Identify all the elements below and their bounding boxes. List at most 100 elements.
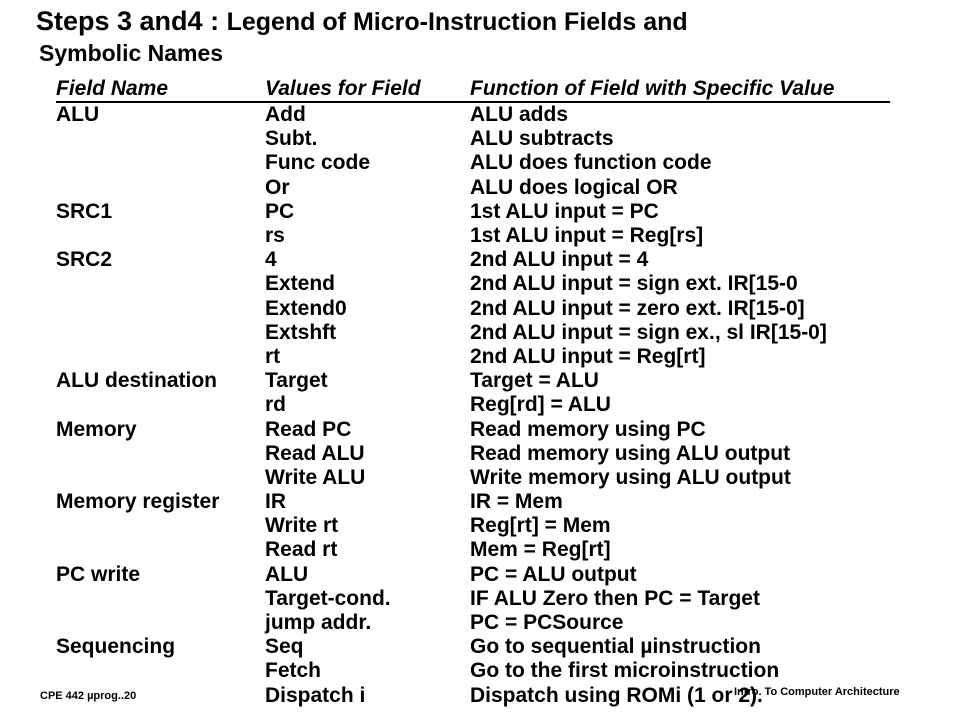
- table-row: rt 2nd ALU input = Reg[rt]: [56, 345, 890, 369]
- field-function-cell: IR = Mem: [470, 490, 563, 514]
- field-value-cell: Or: [265, 175, 290, 199]
- field-function-cell: Mem = Reg[rt]: [470, 538, 611, 562]
- field-function-cell: ALU does logical OR: [470, 175, 678, 199]
- field-function-cell: Write memory using ALU output: [470, 465, 791, 489]
- title-line-1: Steps 3 and4 : Legend of Micro-Instructi…: [36, 4, 688, 39]
- field-value-cell: Write ALU: [265, 465, 366, 489]
- table-row: ALU Add ALU adds: [56, 102, 890, 127]
- field-name-cell: [56, 176, 265, 200]
- field-name-cell: [56, 127, 265, 151]
- table-row: Target-cond.IF ALU Zero then PC = Target: [56, 587, 890, 611]
- table-row: Read ALU Read memory using ALU output: [56, 442, 890, 466]
- field-function-cell: Target = ALU: [470, 369, 599, 393]
- field-value-cell: IR: [265, 490, 286, 514]
- field-name-cell: [56, 587, 265, 611]
- field-function-cell: 1st ALU input = PC: [470, 199, 659, 223]
- field-function-cell: Go to sequential µinstruction: [470, 635, 761, 659]
- field-name-cell: [56, 272, 265, 296]
- field-function-cell: 1st ALU input = Reg[rs]: [470, 224, 704, 248]
- field-name-cell: [56, 151, 265, 175]
- field-value-cell: Target-cond.: [265, 586, 391, 610]
- field-name-cell: ALU: [56, 103, 100, 127]
- slide-title: Steps 3 and4 : Legend of Micro-Instructi…: [36, 4, 688, 67]
- field-name-cell: [56, 659, 265, 683]
- legend-header-row: Field Name Values for Field Function of …: [56, 76, 890, 103]
- field-value-cell: Extshft: [265, 320, 337, 344]
- field-value-cell: Write rt: [265, 514, 339, 538]
- field-name-cell: [56, 466, 265, 490]
- field-function-cell: ALU does function code: [470, 151, 712, 175]
- field-value-cell: Fetch: [265, 659, 322, 683]
- field-value-cell: Seq: [265, 635, 304, 659]
- table-row: rd Reg[rd] = ALU: [56, 393, 890, 417]
- field-function-cell: ALU adds: [470, 103, 569, 127]
- field-name-cell: [56, 442, 265, 466]
- field-name-cell: [56, 514, 265, 538]
- field-value-cell: rt: [265, 344, 281, 368]
- table-row: Dispatch i Dispatch using ROMi (1 or 2).: [56, 684, 890, 708]
- footer-course-title: Intro. To Computer Architecture: [734, 686, 900, 698]
- field-value-cell: Extend0: [265, 296, 347, 320]
- field-function-cell: Go to the first microinstruction: [470, 659, 780, 683]
- field-value-cell: Subt.: [265, 127, 318, 151]
- field-function-cell: Read memory using ALU output: [470, 441, 791, 465]
- table-row: Read rt Mem = Reg[rt]: [56, 538, 890, 562]
- title-line-1-rest: Legend of Micro-Instruction Fields and: [226, 8, 688, 36]
- table-row: Extend0 2nd ALU input = zero ext. IR[15-0…: [56, 297, 890, 321]
- header-field-name: Field Name: [56, 76, 265, 103]
- field-name-cell: [56, 224, 265, 248]
- field-value-cell: Read rt: [265, 538, 338, 562]
- field-name-cell: [56, 393, 265, 417]
- field-name-cell: [56, 345, 265, 369]
- header-values: Values for Field: [265, 76, 470, 103]
- field-value-cell: rd: [265, 393, 286, 417]
- title-line-2: Symbolic Names: [39, 40, 224, 66]
- field-value-cell: Read ALU: [265, 441, 365, 465]
- table-row: Fetch Go to the first microinstruction: [56, 659, 890, 683]
- field-name-cell: [56, 297, 265, 321]
- field-value-cell: Read PC: [265, 417, 352, 441]
- field-name-cell: [56, 538, 265, 562]
- table-row: Write ALU Write memory using ALU output: [56, 466, 890, 490]
- field-function-cell: 2nd ALU input = sign ex., sl IR[15-0]: [470, 320, 827, 344]
- field-value-cell: 4: [265, 248, 277, 272]
- table-row: Memory register IR IR = Mem: [56, 490, 890, 514]
- field-value-cell: rs: [265, 224, 285, 248]
- header-function: Function of Field with Specific Value: [470, 76, 890, 103]
- table-row: rs 1st ALU input = Reg[rs]: [56, 224, 890, 248]
- field-function-cell: 2nd ALU input = sign ext. IR[15-0: [470, 272, 798, 296]
- table-row: SRC2 4 2nd ALU input = 4: [56, 248, 890, 272]
- field-function-cell: Reg[rt] = Mem: [470, 514, 611, 538]
- field-function-cell: ALU subtracts: [470, 127, 614, 151]
- field-value-cell: PC: [265, 199, 295, 223]
- table-row: Subt. ALU subtracts: [56, 127, 890, 151]
- field-value-cell: Dispatch i: [265, 683, 366, 707]
- field-function-cell: PC = ALU output: [470, 562, 637, 586]
- field-value-cell: Target: [265, 369, 328, 393]
- field-name-cell: [56, 321, 265, 345]
- footer-course: CPE 442 µprog..20: [40, 690, 137, 702]
- table-row: jump addr.PC = PCSource: [56, 611, 890, 635]
- table-row: Write rt Reg[rt] = Mem: [56, 514, 890, 538]
- field-value-cell: Add: [265, 103, 306, 127]
- field-function-cell: 2nd ALU input = 4: [470, 248, 649, 272]
- field-name-cell: Memory register: [56, 490, 220, 514]
- field-name-cell: SRC2: [56, 248, 113, 272]
- field-name-cell: PC write: [56, 562, 141, 586]
- field-name-cell: [56, 611, 265, 635]
- table-row: Or ALU does logical OR: [56, 176, 890, 200]
- field-function-cell: Dispatch using ROMi (1 or 2).: [470, 683, 763, 707]
- field-value-cell: jump addr.: [265, 611, 372, 635]
- field-name-cell: Memory: [56, 417, 137, 441]
- field-function-cell: Reg[rd] = ALU: [470, 393, 611, 417]
- field-function-cell: 2nd ALU input = zero ext. IR[15-0]: [470, 296, 805, 320]
- table-row: Extshft 2nd ALU input = sign ex., sl IR[1…: [56, 321, 890, 345]
- field-function-cell: 2nd ALU input = Reg[rt]: [470, 344, 706, 368]
